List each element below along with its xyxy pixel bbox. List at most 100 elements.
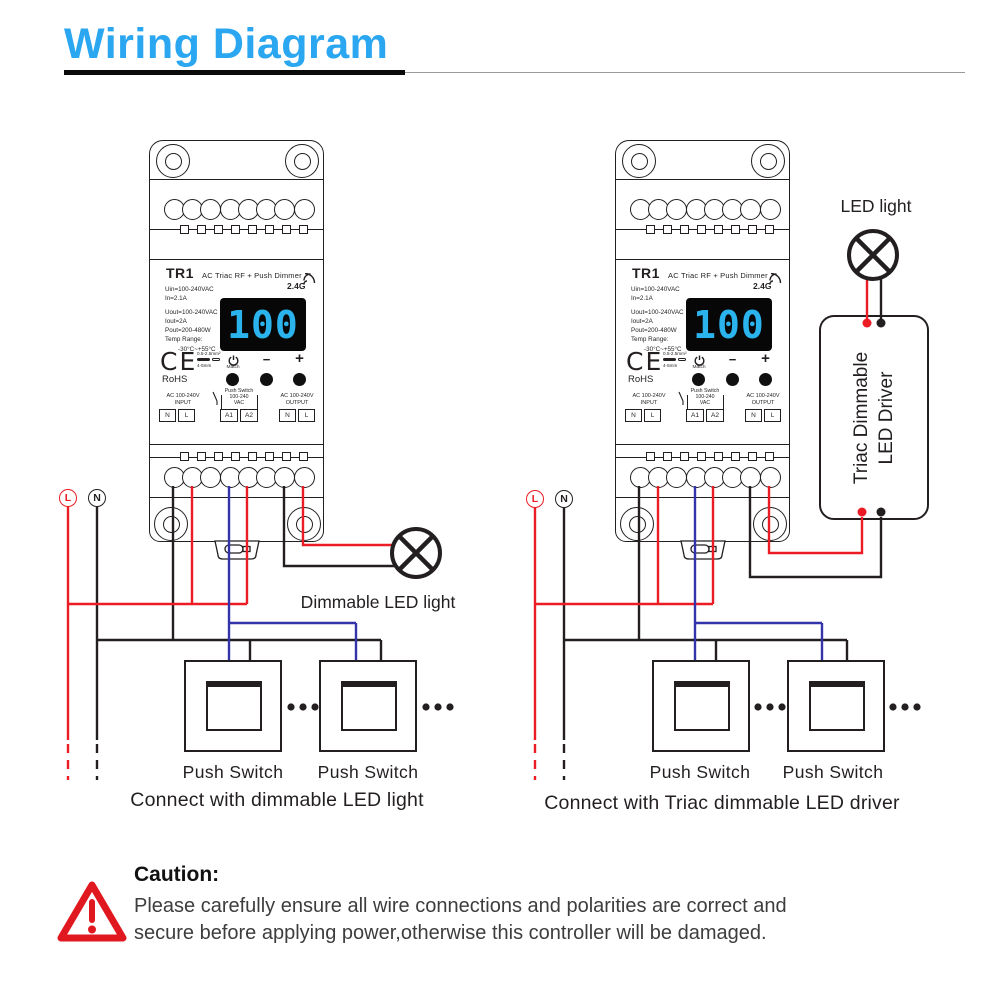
- port-connector-line: [257, 395, 258, 409]
- wiring-square: [265, 452, 274, 461]
- push-port-label: Push Switch 100-240 VAC: [690, 388, 720, 406]
- push-switch-label: Push Switch: [182, 762, 284, 782]
- minus-button: [726, 373, 739, 386]
- power-icon: [228, 353, 239, 371]
- dimmer-device-right: TR1 AC Triac RF + Push Dimmer 2.4G Uin=1…: [615, 140, 790, 570]
- wiring-square: [748, 225, 757, 234]
- divider: [615, 179, 790, 180]
- lamp-icon: [390, 527, 442, 579]
- push-switch-button: [674, 681, 730, 731]
- wiring-square: [282, 225, 291, 234]
- terminal-circle: [760, 199, 781, 220]
- wiring-square: [197, 452, 206, 461]
- ce-mark: CE: [160, 347, 198, 376]
- terminal-circle: [740, 199, 761, 220]
- match-button: [692, 373, 705, 386]
- spec-line: Pout=200-480W: [631, 327, 677, 335]
- wire-gauge-icon: 0.5-2.5mm² 4-5mm: [197, 351, 221, 368]
- mounting-hole-icon: [154, 507, 188, 541]
- push-switch: [184, 660, 282, 752]
- push-switch-button: [809, 681, 865, 731]
- divider: [615, 444, 790, 445]
- model-label: TR1: [632, 265, 660, 281]
- wiring-square: [265, 225, 274, 234]
- gauge-top-label: 0.5-2.5mm²: [197, 351, 221, 356]
- rohs-label: RoHS: [162, 374, 188, 385]
- product-name-label: AC Triac RF + Push Dimmer: [202, 271, 302, 280]
- match-button: [226, 373, 239, 386]
- push-switch-label: Push Switch: [782, 762, 884, 782]
- terminal-box-a2: A2: [706, 409, 724, 422]
- rf-band-label: 2.4G: [753, 281, 772, 291]
- divider: [149, 497, 324, 498]
- match-label: Match: [226, 365, 240, 370]
- wiring-square: [714, 452, 723, 461]
- spec-line: Iout=2A: [631, 317, 653, 325]
- terminal-circle: [760, 467, 781, 488]
- wiring-square: [731, 452, 740, 461]
- wiring-square: [180, 225, 189, 234]
- terminal-circle: [200, 467, 221, 488]
- terminal-box-l: L: [764, 409, 781, 422]
- terminal-box-n: N: [745, 409, 762, 422]
- gauge-bars-icon: [197, 357, 221, 362]
- terminal-circle: [294, 467, 315, 488]
- plus-label: +: [761, 350, 770, 367]
- gauge-bottom-label: 4-5mm: [663, 362, 678, 368]
- din-clip-icon: [209, 540, 265, 571]
- terminal-box-n: N: [279, 409, 296, 422]
- plus-button: [293, 373, 306, 386]
- terminal-box-l: L: [178, 409, 195, 422]
- lamp-icon: [847, 229, 899, 281]
- led-display: 100: [220, 298, 306, 351]
- title-underline: [64, 70, 405, 75]
- wiring-square: [765, 225, 774, 234]
- input-port-label: AC 100-240V INPUT: [632, 393, 666, 406]
- plus-button: [759, 373, 772, 386]
- wiring-square: [680, 452, 689, 461]
- signal-icon: [769, 272, 782, 290]
- wiring-square: [197, 225, 206, 234]
- push-switch-button: [206, 681, 262, 731]
- divider: [149, 259, 324, 260]
- spec-line: Iout=2A: [165, 317, 187, 325]
- wiring-square: [697, 452, 706, 461]
- terminal-circle: [200, 199, 221, 220]
- triac-led-driver: Triac Dimmable LED Driver: [819, 315, 929, 520]
- neutral-badge: N: [555, 490, 573, 508]
- switch-icon: [678, 391, 688, 411]
- port-connector-line: [723, 395, 724, 409]
- terminal-circle: [740, 467, 761, 488]
- wire-gauge-icon: 0.5-2.5mm² 4-5mm: [663, 351, 687, 368]
- wiring-square: [663, 225, 672, 234]
- din-clip-icon: [675, 540, 731, 571]
- mounting-hole-icon: [622, 144, 656, 178]
- wiring-square: [731, 225, 740, 234]
- wiring-square: [714, 225, 723, 234]
- spec-line: Pout=200-480W: [165, 327, 211, 335]
- mounting-hole-icon: [156, 144, 190, 178]
- dimmer-device-left: TR1 AC Triac RF + Push Dimmer 2.4G Uin=1…: [149, 140, 324, 570]
- lamp-label: Dimmable LED light: [300, 592, 456, 612]
- terminal-box-l: L: [644, 409, 661, 422]
- mounting-hole-icon: [751, 144, 785, 178]
- rf-band-label: 2.4G: [287, 281, 306, 291]
- neutral-badge: N: [88, 489, 106, 507]
- terminal-circle: [666, 199, 687, 220]
- rohs-label: RoHS: [628, 374, 654, 385]
- mounting-hole-icon: [285, 144, 319, 178]
- display-value: 100: [693, 302, 765, 347]
- left-diagram-caption: Connect with dimmable LED light: [130, 789, 424, 811]
- spec-line: Uin=100-240VAC: [631, 286, 680, 293]
- gauge-top-label: 0.5-2.5mm²: [663, 351, 687, 356]
- port-connector-line: [687, 395, 688, 409]
- mounting-hole-icon: [287, 507, 321, 541]
- input-port-label: AC 100-240V INPUT: [166, 393, 200, 406]
- wiring-square: [214, 225, 223, 234]
- wiring-square: [748, 452, 757, 461]
- spec-line: Temp Range:: [631, 336, 669, 344]
- header-divider-line: [405, 72, 965, 73]
- divider: [149, 179, 324, 180]
- dimmer-device-body: TR1 AC Triac RF + Push Dimmer 2.4G Uin=1…: [149, 140, 324, 560]
